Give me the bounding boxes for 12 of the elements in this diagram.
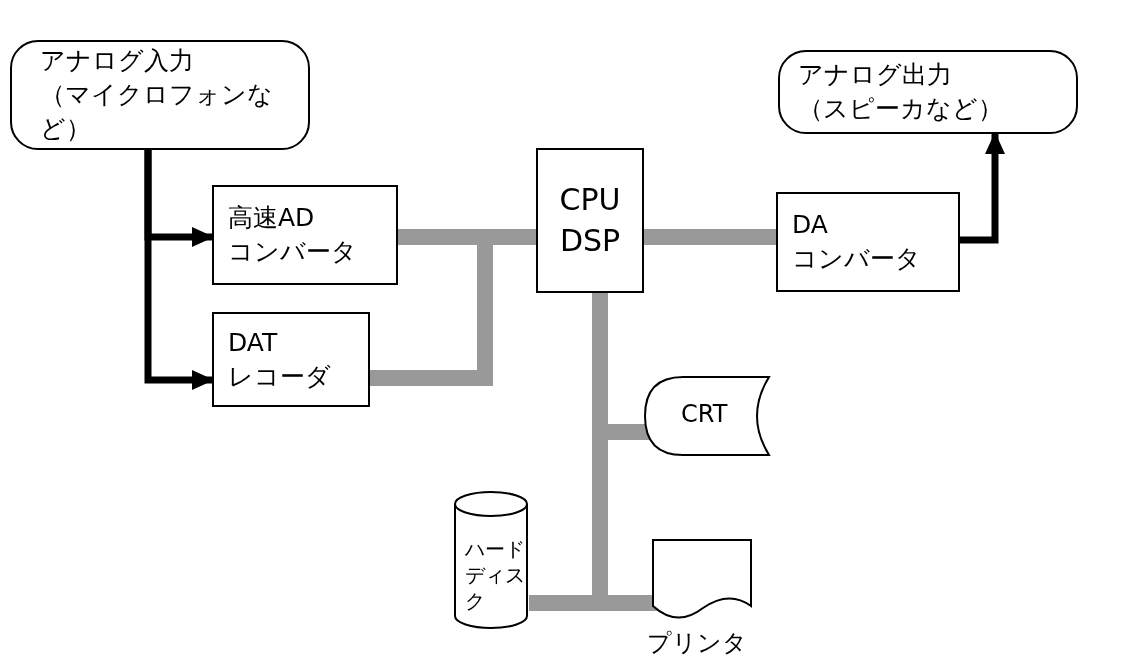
- arrow: [144, 150, 214, 390]
- output-box: アナログ出力（スピーカなど）: [778, 50, 1078, 134]
- arrow: [960, 132, 1005, 244]
- bus-line: [644, 229, 776, 245]
- printer-label: プリンタ: [647, 628, 747, 659]
- input-box: アナログ入力（マイクロフォンなど）: [10, 40, 310, 150]
- node-label: CRT: [681, 399, 728, 430]
- node-label: ハードディスク: [465, 536, 525, 614]
- process-box: 高速ADコンバータ: [212, 185, 398, 285]
- process-box: DATレコーダ: [212, 312, 370, 407]
- process-box: CPU DSP: [536, 148, 644, 293]
- process-box: DAコンバータ: [776, 192, 960, 292]
